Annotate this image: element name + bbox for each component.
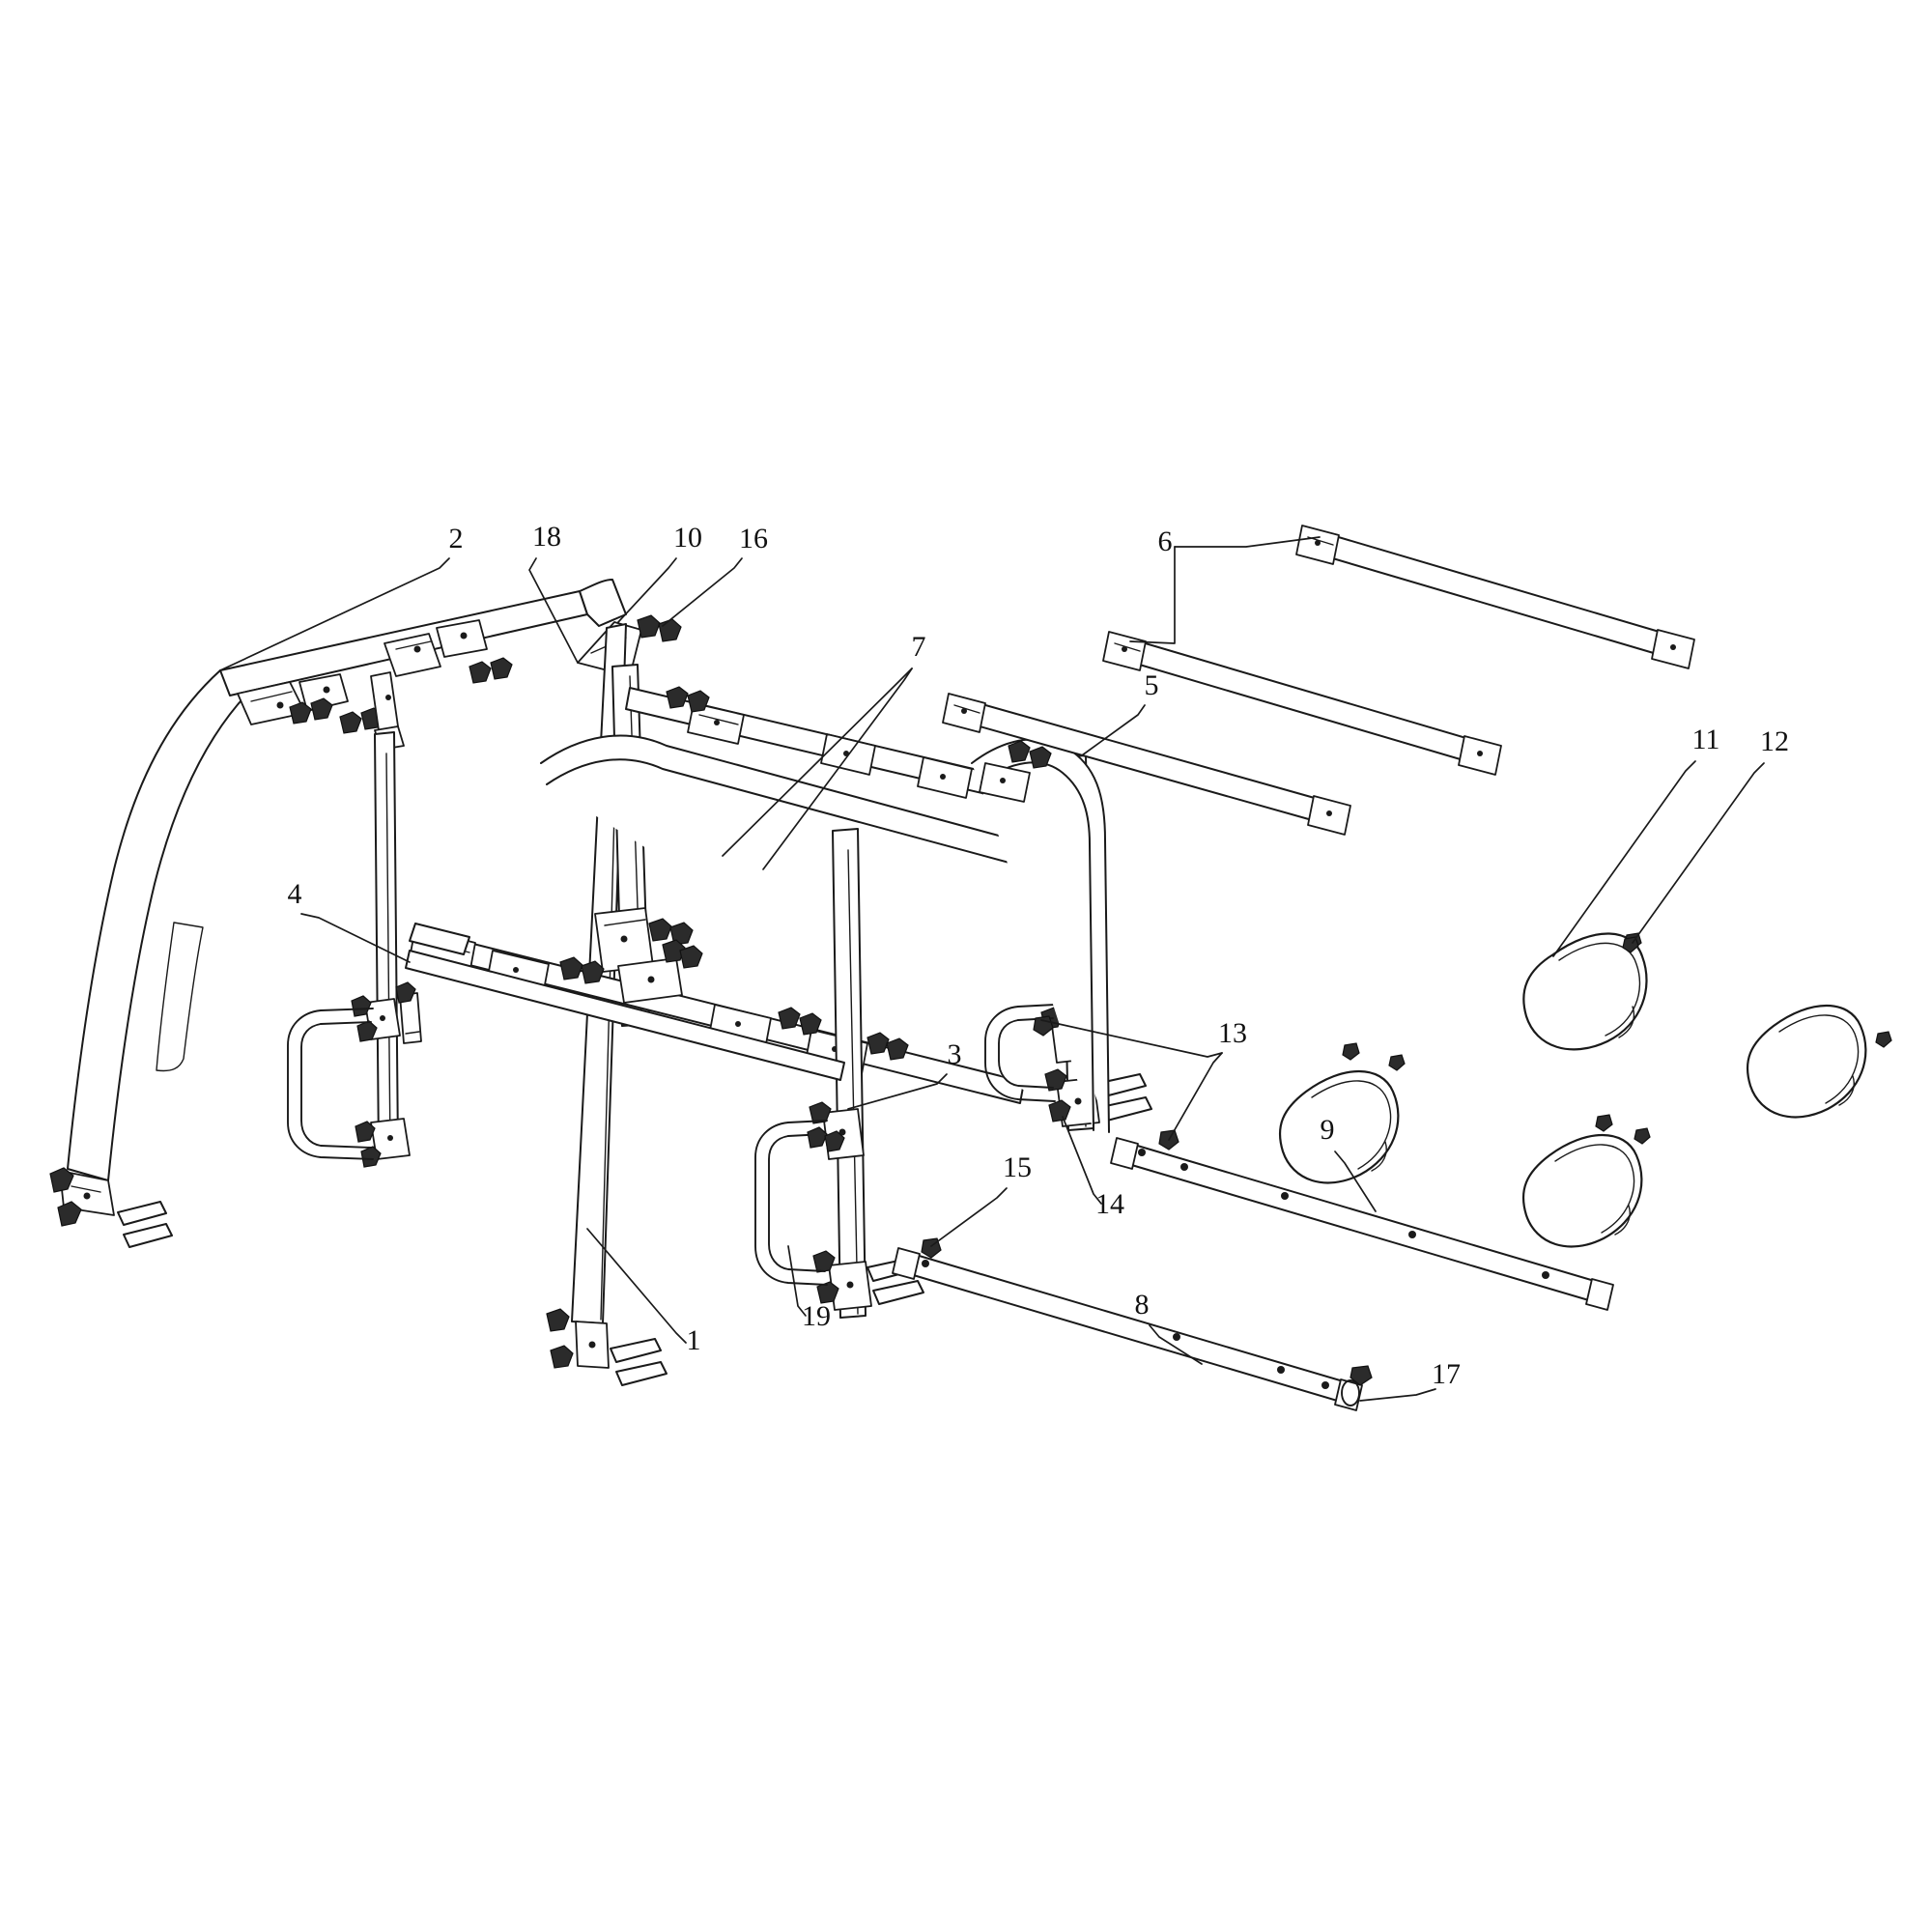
left-rear-upright-tube — [49, 669, 250, 1248]
leader-11 — [1552, 760, 1696, 957]
main-frame-assembly — [49, 579, 1152, 1386]
roof-cross-member — [625, 686, 1015, 801]
leader-9 — [1334, 1151, 1377, 1212]
callout-12: 12 — [1760, 725, 1789, 757]
end-cap-pad-primary — [1522, 932, 1648, 1051]
left-door-frame-handle — [287, 1008, 374, 1160]
end-cap-pad-3 — [1746, 1005, 1892, 1119]
callout-3: 3 — [948, 1038, 962, 1070]
callout-4: 4 — [288, 878, 302, 910]
leader-19 — [787, 1245, 807, 1317]
leader-3 — [847, 1073, 948, 1110]
lower-mid-connectors — [807, 1126, 845, 1152]
left-upper-side-rail — [219, 579, 627, 751]
leader-13a — [1168, 1052, 1223, 1141]
rail-end-grommet — [1350, 1365, 1373, 1386]
callout-8: 8 — [1135, 1289, 1150, 1321]
leader-8 — [1149, 1324, 1203, 1365]
leader-6b — [1129, 546, 1176, 644]
roof-bow-curved — [540, 734, 1085, 1122]
rear-roof-brace-upper — [1295, 525, 1695, 669]
leader-lines-group — [219, 536, 1765, 1402]
callout-6: 6 — [1158, 526, 1173, 557]
callout-18: 18 — [532, 521, 561, 553]
callout-7: 7 — [912, 631, 926, 663]
callout-10: 10 — [673, 522, 702, 554]
end-cap-pad-4 — [1521, 1114, 1651, 1248]
callout-19: 19 — [802, 1300, 831, 1332]
leader-17 — [1359, 1388, 1436, 1402]
center-door-frame-handle — [754, 1120, 828, 1286]
leader-16 — [662, 557, 743, 627]
leader-7b — [722, 668, 913, 857]
leader-10 — [617, 557, 677, 623]
callout-1: 1 — [687, 1324, 701, 1356]
leader-7a — [762, 668, 913, 870]
callout-9: 9 — [1321, 1114, 1335, 1146]
leader-12 — [1632, 762, 1765, 944]
callout-numbers-group: 1 2 3 4 5 6 7 8 9 10 11 12 13 14 15 16 1… — [288, 521, 1790, 1390]
leader-4 — [300, 913, 411, 963]
leader-18 — [528, 557, 579, 664]
left-door-upright — [351, 731, 411, 1168]
end-cap-pad-2 — [1278, 1042, 1406, 1184]
callout-11: 11 — [1692, 724, 1720, 755]
callout-13: 13 — [1218, 1017, 1247, 1049]
leader-14 — [1062, 1116, 1102, 1205]
leader-6a — [1174, 536, 1321, 548]
right-rear-upright-curved — [971, 738, 1110, 1133]
lower-mounting-rail-long — [1110, 1137, 1614, 1311]
leader-1 — [586, 1228, 687, 1344]
leader-13b — [1040, 1019, 1223, 1058]
leader-2 — [219, 557, 450, 671]
callout-2: 2 — [449, 523, 464, 554]
left-door-hinge-brackets — [395, 981, 422, 1044]
upper-cross-brace — [942, 693, 1351, 836]
rear-roof-brace-lower — [1102, 631, 1502, 776]
callout-5: 5 — [1145, 669, 1159, 701]
callout-16: 16 — [739, 523, 768, 554]
callout-17: 17 — [1432, 1358, 1461, 1390]
leader-5 — [1081, 704, 1146, 756]
center-frame-hub — [409, 907, 703, 1004]
leader-15 — [930, 1187, 1008, 1247]
callout-14: 14 — [1095, 1188, 1124, 1220]
callout-15: 15 — [1003, 1151, 1032, 1183]
lower-mounting-rail-short — [892, 1247, 1363, 1411]
lower-side-rail-frame — [405, 950, 845, 1081]
